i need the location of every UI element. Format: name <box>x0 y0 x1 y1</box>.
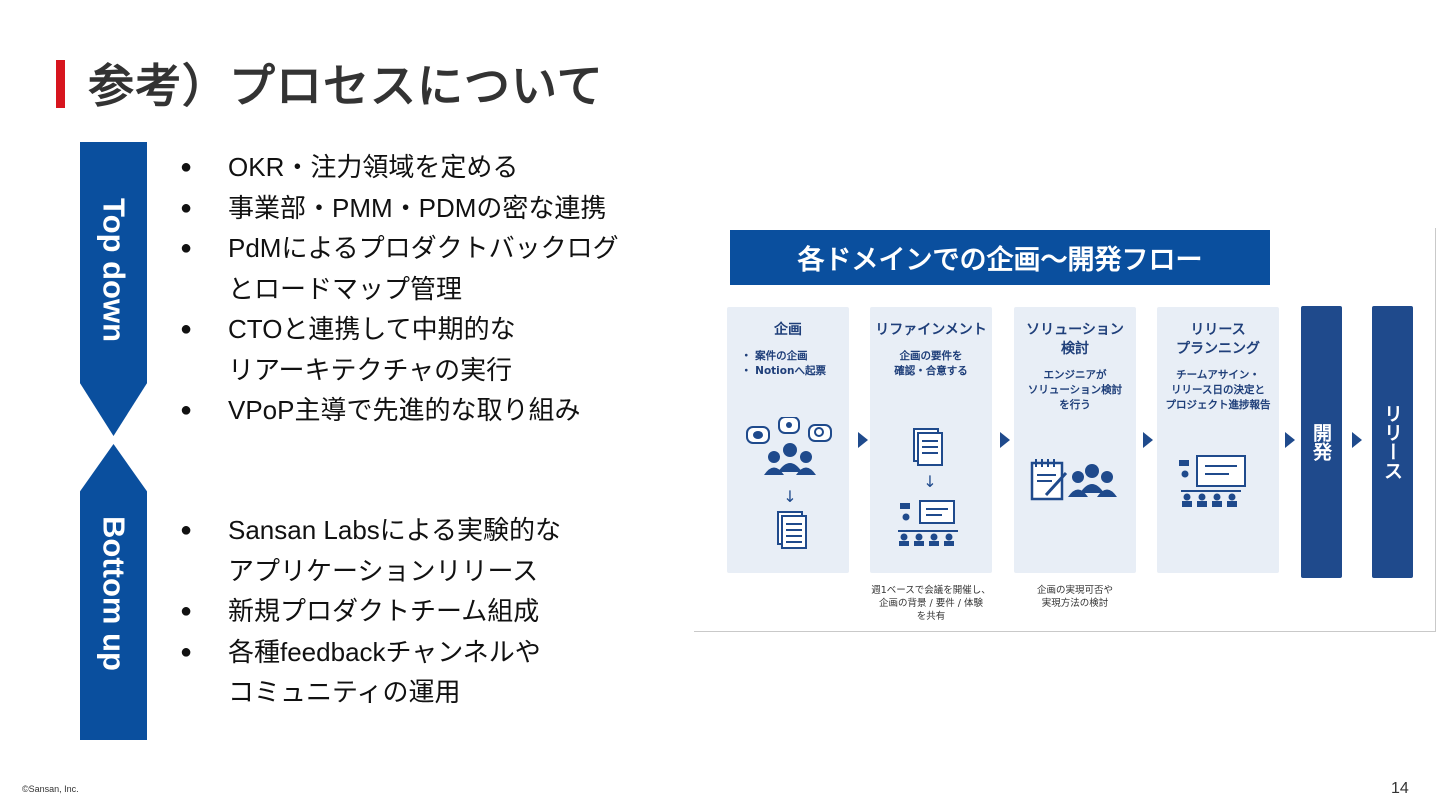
bullet-dot-icon: ● <box>180 318 193 340</box>
document-meeting-icon: ↓ <box>898 428 958 546</box>
flow-arrow-icon <box>1000 432 1010 448</box>
flow-arrow-icon <box>858 432 868 448</box>
page-number: 14 <box>1391 780 1409 797</box>
step-card-solution: ソリューション 検討 エンジニアが ソリューション検討 を行う <box>1014 307 1136 573</box>
solution-note: 企画の実現可否や 実現方法の検討 <box>1036 585 1113 609</box>
step-development: 開発 <box>1301 306 1342 578</box>
step-desc: エンジニアが ソリューション検討 を行う <box>1027 369 1123 411</box>
step-title: リリース プランニング <box>1176 322 1260 357</box>
list-item: ●Sansan Labsによる実験的な <box>180 510 561 551</box>
flow-arrow-icon <box>1352 432 1362 448</box>
slide-title: 参考）プロセスについて <box>88 59 604 113</box>
step-card-release-planning: リリース プランニング チームアサイン・ リリース日の決定と プロジェクト進捗報… <box>1157 307 1279 573</box>
step-card-planning: 企画 ・ 案件の企画 ・ Notionへ起票 ↓ <box>727 307 849 573</box>
bullet-dot-icon: ● <box>180 196 193 219</box>
top-down-bullets: ●OKR・注力領域を定める ●事業部・PMM・PDMの密な連携 ●PdMによるプ… <box>180 147 619 431</box>
list-item: ●新規プロダクトチーム組成 <box>180 591 561 632</box>
copyright: ©Sansan, Inc. <box>22 784 79 794</box>
planning-team-icon <box>1030 459 1117 501</box>
bullet-dot-icon: ● <box>180 156 193 178</box>
list-item: ●PdMによるプロダクトバックログ <box>180 228 619 269</box>
bullet-dot-icon: ● <box>180 399 193 421</box>
presentation-meeting-icon <box>1179 455 1246 507</box>
list-item-continued: アプリケーションリリース <box>228 555 539 586</box>
bullet-dot-icon: ● <box>180 640 193 663</box>
team-discussion-icon: ↓ <box>746 417 832 549</box>
bullet-dot-icon: ● <box>180 237 193 259</box>
list-item: ●各種feedbackチャンネルや <box>180 632 561 673</box>
refinement-note: 週1ベースで会議を開催し、 企画の背景 / 要件 / 体験 を共有 <box>871 585 991 622</box>
list-item: ●OKR・注力領域を定める <box>180 147 619 188</box>
step-desc: ・ 案件の企画 ・ Notionへ起票 <box>741 350 826 377</box>
list-item: ●VPoP主導で先進的な取り組み <box>180 390 619 431</box>
flow-diagram: 各ドメインでの企画〜開発フロー 企画 ・ 案件の企画 ・ Notionへ起票 ↓ <box>694 228 1436 632</box>
top-down-label: Top down <box>96 198 132 343</box>
step-release: リリース <box>1372 306 1413 578</box>
list-item-continued: とロードマップ管理 <box>228 273 463 304</box>
list-item: ●CTOと連携して中期的な <box>180 309 619 350</box>
list-item: ●事業部・PMM・PDMの密な連携 <box>180 188 619 229</box>
bullet-dot-icon: ● <box>180 519 193 541</box>
flow-arrow-icon <box>1143 432 1153 448</box>
flow-arrow-icon <box>1285 432 1295 448</box>
flow-title: 各ドメインでの企画〜開発フロー <box>730 230 1270 285</box>
step-desc: チームアサイン・ リリース日の決定と プロジェクト進捗報告 <box>1165 369 1271 411</box>
svg-text:↓: ↓ <box>783 487 796 506</box>
step-title: リファインメント <box>875 322 987 338</box>
title-accent-bar <box>56 60 65 108</box>
bottom-up-bullets: ●Sansan Labsによる実験的な アプリケーションリリース ●新規プロダク… <box>180 510 561 713</box>
step-title: 企画 <box>774 322 802 338</box>
top-down-arrow: Top down <box>80 142 147 436</box>
bullet-dot-icon: ● <box>180 600 193 622</box>
step-title: ソリューション 検討 <box>1026 322 1124 357</box>
list-item-continued: コミュニティの運用 <box>228 677 461 707</box>
bottom-up-label: Bottom up <box>96 516 132 671</box>
list-item-continued: リアーキテクチャの実行 <box>228 354 513 385</box>
step-card-refinement: リファインメント 企画の要件を 確認・合意する ↓ <box>870 307 992 573</box>
bottom-up-arrow: Bottom up <box>80 444 147 740</box>
svg-text:↓: ↓ <box>923 472 936 491</box>
step-desc: 企画の要件を 確認・合意する <box>894 350 968 377</box>
